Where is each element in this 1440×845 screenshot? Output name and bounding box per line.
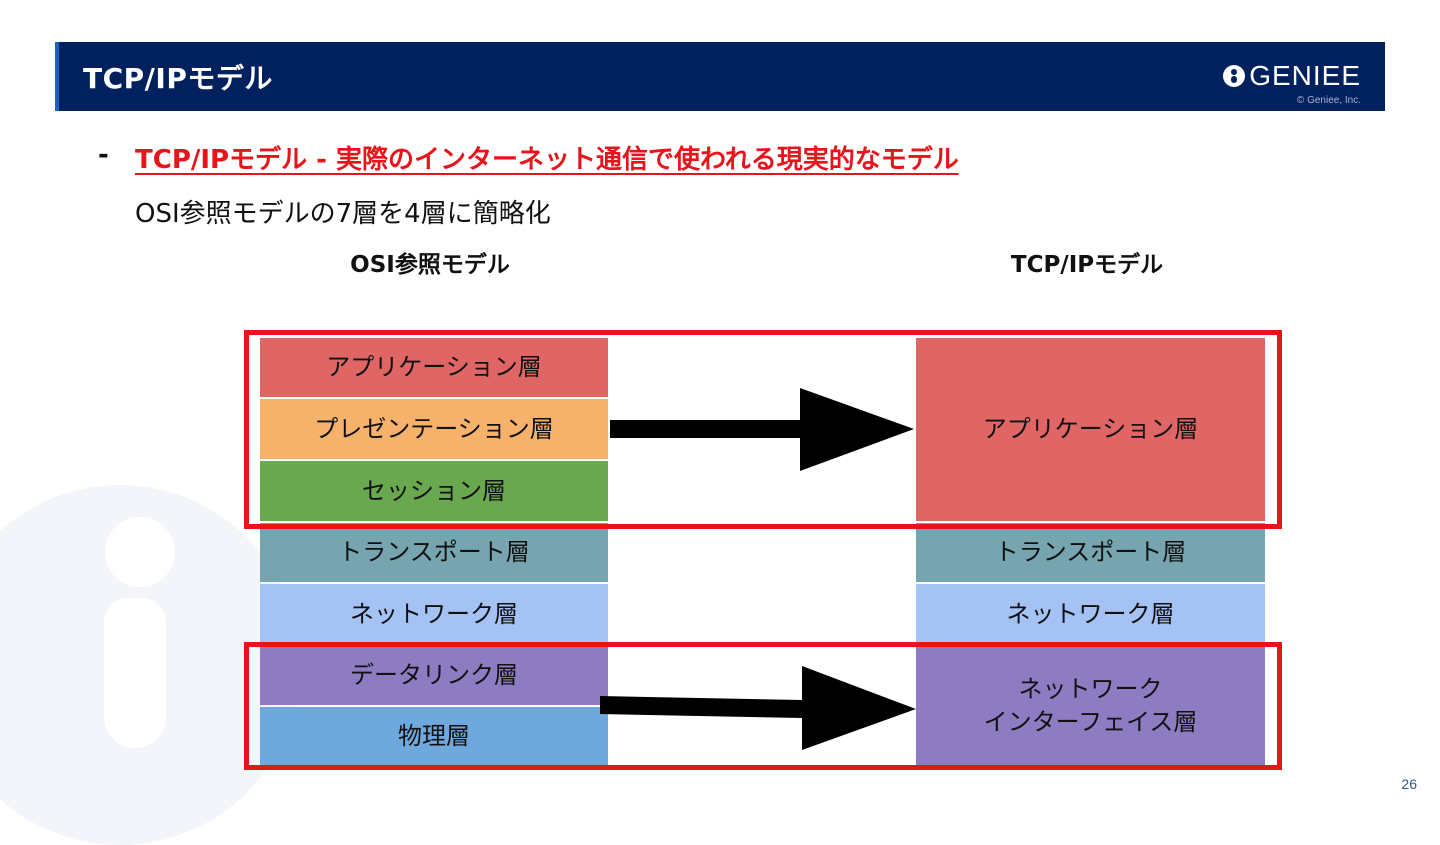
osi-layer-physical: 物理層 (260, 707, 608, 765)
highlight-box-lower (244, 642, 1282, 770)
geniee-logo-icon (1223, 65, 1246, 87)
tcpip-layer-network-interface: ネットワーク インターフェイス層 (916, 646, 1265, 765)
arrow-lower (600, 666, 916, 750)
osi-layer-network: ネットワーク層 (260, 584, 608, 644)
headline-text: TCP/IPモデル - 実際のインターネット通信で使われる現実的なモデル (135, 145, 959, 175)
arrow-upper (610, 388, 914, 471)
osi-layer-datalink: データリンク層 (260, 646, 608, 705)
highlight-box-upper (244, 330, 1282, 529)
tcpip-layer-network: ネットワーク層 (916, 584, 1265, 644)
copyright-text: © Geniee, Inc. (1296, 95, 1361, 106)
tcpip-layer-transport: トランスポート層 (916, 523, 1265, 582)
page-number: 26 (1401, 776, 1417, 792)
osi-layer-session: セッション層 (260, 461, 608, 521)
background-logo-dot (105, 517, 175, 587)
osi-heading: OSI参照モデル (350, 252, 510, 278)
header-accent-bar (55, 42, 59, 111)
arrow-upper-shape (610, 388, 914, 471)
osi-layer-transport: トランスポート層 (260, 523, 608, 582)
background-logo-stem (104, 598, 166, 748)
slide-title: TCP/IPモデル (83, 62, 273, 95)
logo-text: GENIEE (1249, 60, 1361, 91)
geniee-logo: GENIEE (1223, 60, 1361, 92)
arrow-lower-shape (600, 666, 916, 750)
subline-text: OSI参照モデルの7層を4層に簡略化 (135, 199, 551, 229)
osi-layer-presentation: プレゼンテーション層 (260, 399, 608, 459)
tcpip-layer-application: アプリケーション層 (916, 338, 1265, 521)
slide-header: TCP/IPモデル GENIEE © Geniee, Inc. (55, 42, 1385, 111)
tcpip-heading: TCP/IPモデル (1010, 252, 1164, 278)
bullet-marker: - (98, 140, 109, 170)
osi-layer-application: アプリケーション層 (260, 338, 608, 397)
